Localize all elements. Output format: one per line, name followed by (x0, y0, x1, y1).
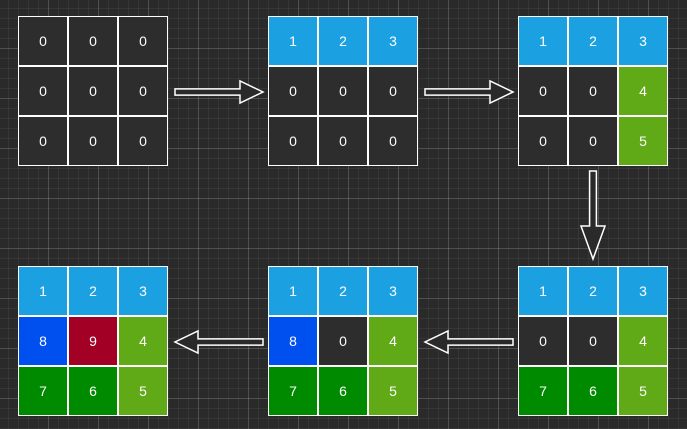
matrix-cell: 2 (568, 16, 618, 66)
matrix-cell: 0 (368, 66, 418, 116)
arrow-step-3-to-4 (579, 170, 607, 262)
matrix-cell: 5 (368, 366, 418, 416)
matrix-cell: 4 (118, 316, 168, 366)
arrow-shape (424, 79, 515, 105)
matrix-cell: 2 (568, 266, 618, 316)
matrix-cell: 0 (118, 116, 168, 166)
matrix-cell: 2 (318, 266, 368, 316)
arrow-step-2-to-3 (424, 79, 515, 105)
arrow-step-5-to-6 (173, 329, 264, 355)
matrix-cell: 9 (68, 316, 118, 366)
matrix-cell: 0 (318, 116, 368, 166)
matrix-cell: 1 (268, 16, 318, 66)
matrix-cell: 2 (318, 16, 368, 66)
matrix-cell: 0 (18, 66, 68, 116)
matrix-cell: 3 (618, 16, 668, 66)
matrix-cell: 0 (318, 66, 368, 116)
matrix-cell: 0 (68, 16, 118, 66)
matrix-cell: 7 (18, 366, 68, 416)
arrow-step-4-to-5 (423, 329, 514, 355)
matrix-cell: 0 (368, 116, 418, 166)
matrix-cell: 1 (18, 266, 68, 316)
matrix-cell: 0 (68, 116, 118, 166)
matrix-cell: 0 (18, 116, 68, 166)
arrow-shape (423, 329, 514, 355)
matrix-cell: 2 (68, 266, 118, 316)
matrix-cell: 5 (618, 366, 668, 416)
matrix-cell: 0 (268, 66, 318, 116)
matrix-cell: 1 (268, 266, 318, 316)
matrix-cell: 0 (518, 116, 568, 166)
matrix-cell: 8 (18, 316, 68, 366)
arrow-shape (579, 170, 607, 262)
matrix-cell: 5 (118, 366, 168, 416)
matrix-cell: 3 (368, 266, 418, 316)
matrix-cell: 3 (618, 266, 668, 316)
matrix-cell: 0 (518, 66, 568, 116)
matrix-cell: 0 (268, 116, 318, 166)
matrix-cell: 7 (518, 366, 568, 416)
arrow-shape (174, 79, 265, 105)
matrix-cell: 4 (368, 316, 418, 366)
matrix-cell: 0 (568, 66, 618, 116)
arrow-step-1-to-2 (174, 79, 265, 105)
matrix-cell: 4 (618, 66, 668, 116)
matrix-cell: 0 (118, 16, 168, 66)
matrix-cell: 0 (18, 16, 68, 66)
matrix-cell: 0 (518, 316, 568, 366)
matrix-cell: 6 (68, 366, 118, 416)
matrix-cell: 3 (118, 266, 168, 316)
matrix-cell: 0 (68, 66, 118, 116)
arrow-shape (173, 329, 264, 355)
matrix-cell: 1 (518, 16, 568, 66)
matrix-cell: 6 (318, 366, 368, 416)
matrix-cell: 4 (618, 316, 668, 366)
matrix-cell: 8 (268, 316, 318, 366)
matrix-cell: 7 (268, 366, 318, 416)
matrix-cell: 0 (568, 116, 618, 166)
matrix-cell: 5 (618, 116, 668, 166)
matrix-cell: 6 (568, 366, 618, 416)
matrix-cell: 3 (368, 16, 418, 66)
matrix-cell: 0 (118, 66, 168, 116)
matrix-cell: 0 (318, 316, 368, 366)
matrix-cell: 0 (568, 316, 618, 366)
matrix-cell: 1 (518, 266, 568, 316)
